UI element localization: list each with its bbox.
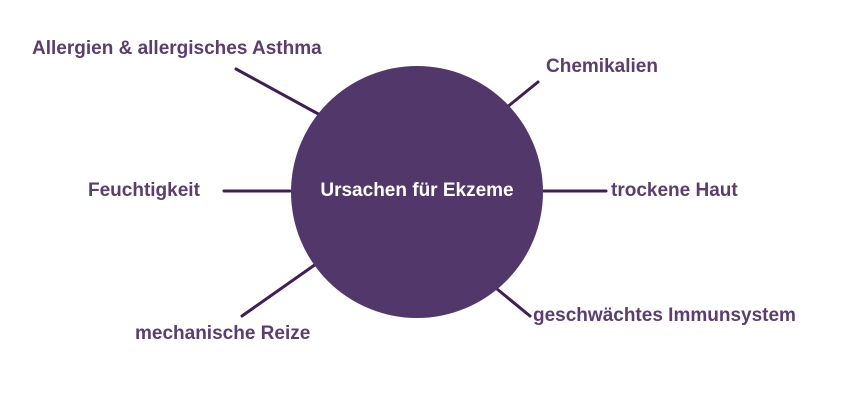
cause-label-chemikalien: Chemikalien: [546, 56, 658, 77]
cause-label-mechanische-reize: mechanische Reize: [135, 323, 311, 344]
connector-mechanische-reize: [240, 262, 318, 318]
cause-label-trockene-haut: trockene Haut: [611, 180, 738, 201]
cause-label-immunsystem: geschwächtes Immunsystem: [533, 305, 796, 326]
center-circle: [291, 66, 543, 318]
cause-label-allergien: Allergien & allergisches Asthma: [32, 38, 322, 59]
center-label: Ursachen für Ekzeme: [320, 180, 514, 201]
cause-label-feuchtigkeit: Feuchtigkeit: [88, 180, 200, 201]
connector-chemikalien: [504, 80, 540, 110]
connector-immunsystem: [495, 287, 532, 318]
connector-allergien: [234, 67, 324, 118]
